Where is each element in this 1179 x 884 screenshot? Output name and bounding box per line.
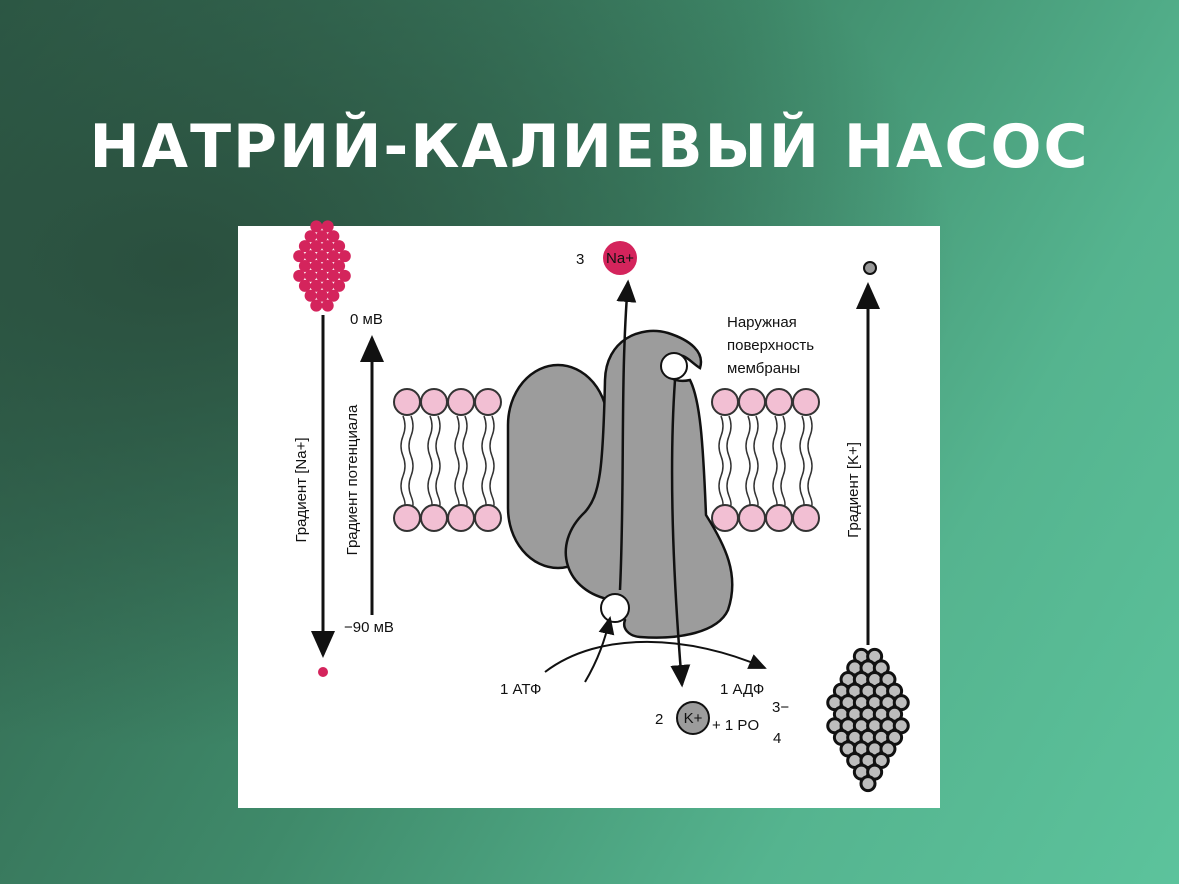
lipid-head: [711, 388, 739, 416]
lipid-head: [765, 504, 793, 532]
slide-title: НАТРИЙ-КАЛИЕВЫЙ НАСОС: [89, 112, 1090, 182]
outer-surface-label-line3: мембраны: [727, 360, 800, 377]
sodium-gradient-label: Градиент [Na+]: [293, 437, 310, 542]
lipid-head: [393, 504, 421, 532]
lipid-head: [447, 388, 475, 416]
sodium-ion-dot: [316, 289, 328, 302]
atp-binding-arrow: [584, 616, 615, 683]
sodium-ion-dot: [327, 230, 340, 243]
lipid-tail: [726, 415, 732, 509]
sodium-ion-dot: [298, 279, 311, 292]
sodium-ion-dot: [310, 299, 323, 312]
potassium-cluster: [826, 647, 910, 793]
lipid-tail: [753, 415, 759, 509]
lipid-head: [738, 388, 766, 416]
lipid-head: [738, 504, 766, 532]
lipid-bilayer-right: [711, 388, 820, 532]
lipid-tail: [799, 415, 805, 509]
lipid-tail: [481, 415, 487, 509]
potassium-influx-arrow: [670, 379, 691, 688]
adp-label: 1 АДФ: [720, 681, 764, 698]
sodium-ion-dot: [293, 269, 306, 282]
potassium-gradient-label: Градиент [K+]: [845, 442, 862, 538]
phosphate-label: + 1 PO: [712, 717, 759, 734]
phosphate-subscript: 4: [773, 730, 781, 747]
lipid-tail: [807, 415, 813, 509]
sodium-ion-dot: [327, 289, 340, 302]
potassium-low-dot: [863, 261, 877, 275]
lipid-head: [765, 388, 793, 416]
sodium-ion-dot: [338, 269, 351, 282]
lipid-head: [447, 504, 475, 532]
lipid-tail: [718, 415, 724, 509]
sodium-ion-dot: [310, 220, 323, 233]
potassium-binding-site: [660, 352, 688, 380]
sodium-ion-dot: [304, 250, 317, 263]
phosphate-charge: 3−: [772, 699, 789, 716]
sodium-ion-dot: [333, 279, 346, 292]
lipid-tail: [400, 415, 406, 509]
sodium-ion-dot: [293, 250, 306, 263]
sodium-ion-dot: [321, 279, 334, 292]
lipid-tail: [489, 415, 495, 509]
sodium-ion-dot: [327, 250, 340, 263]
lipid-bilayer-left: [393, 388, 502, 532]
lipid-head: [393, 388, 421, 416]
atp-binding-site: [600, 593, 630, 623]
sodium-ion-dot: [298, 260, 311, 272]
atp-hydrolysis-arrow: [544, 640, 767, 673]
potential-bottom-label: −90 мВ: [344, 619, 394, 636]
lipid-head: [420, 388, 448, 416]
lipid-tail: [462, 415, 468, 509]
lipid-head: [792, 504, 820, 532]
sodium-ion-dot: [338, 250, 351, 263]
potassium-count: 2: [655, 711, 663, 728]
lipid-head: [474, 388, 502, 416]
sodium-cluster: [293, 220, 351, 312]
outer-surface-label-line1: Наружная: [727, 314, 797, 331]
potential-gradient-label: Градиент потенциала: [344, 404, 361, 555]
sodium-ion-dot: [310, 240, 323, 253]
sodium-ion-dot: [321, 299, 334, 312]
sodium-ion-dot: [321, 260, 334, 272]
sodium-ion-dot: [333, 240, 346, 253]
sodium-ion-dot: [333, 260, 346, 272]
sodium-ion-dot: [316, 250, 328, 263]
sodium-ion-dot: [298, 240, 311, 253]
sodium-ion-dot: [321, 220, 334, 233]
lipid-tail: [435, 415, 441, 509]
sodium-ion: [603, 241, 637, 275]
sodium-ion-dot: [316, 269, 328, 282]
potassium-ion: [676, 701, 710, 735]
lipid-tail: [454, 415, 460, 509]
lipid-tail: [427, 415, 433, 509]
lipid-head: [420, 504, 448, 532]
sodium-ion-dot: [310, 279, 323, 292]
sodium-ion-dot: [321, 240, 334, 253]
potassium-ion-dot: [859, 775, 877, 793]
lipid-head: [792, 388, 820, 416]
atp-label: 1 АТФ: [500, 681, 541, 698]
sodium-ion-dot: [327, 269, 340, 282]
lipid-head: [474, 504, 502, 532]
sodium-ion-dot: [316, 230, 328, 243]
sodium-count: 3: [576, 251, 584, 268]
sodium-ion-dot: [310, 260, 323, 272]
lipid-head: [711, 504, 739, 532]
sodium-ion-label: Na+: [606, 250, 634, 267]
potassium-ion-label: K+: [684, 710, 703, 727]
potential-top-label: 0 мВ: [350, 311, 383, 328]
sodium-efflux-arrow: [616, 279, 637, 591]
sodium-ion-dot: [304, 230, 317, 243]
outer-surface-label-line2: поверхность: [727, 337, 814, 354]
sodium-ion-dot: [304, 269, 317, 282]
lipid-tail: [772, 415, 778, 509]
sodium-ion-dot: [304, 289, 317, 302]
lipid-tail: [780, 415, 786, 509]
lipid-tail: [408, 415, 414, 509]
sodium-low-dot: [318, 667, 328, 677]
lipid-tail: [745, 415, 751, 509]
